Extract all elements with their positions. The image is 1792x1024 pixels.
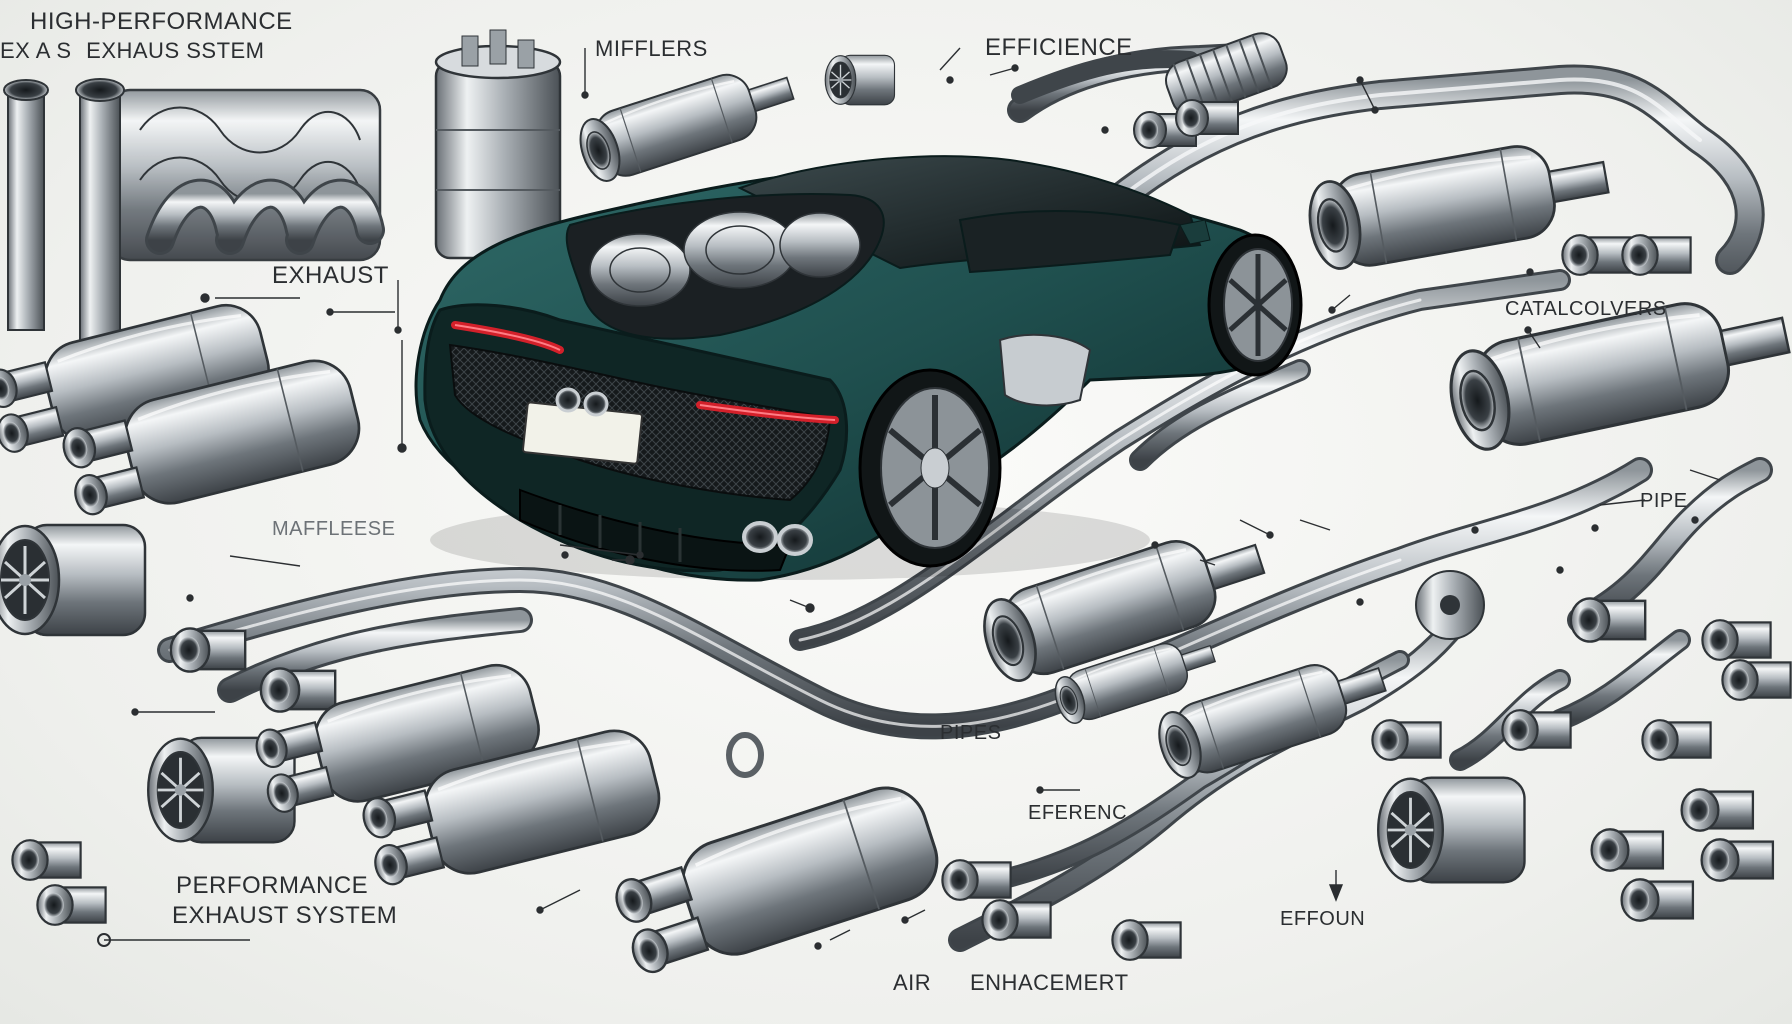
- label-eferenc: EFERENC: [1028, 802, 1128, 824]
- label-enhacement: ENHACEMERT: [970, 970, 1129, 995]
- label-pipes: PIPES: [940, 722, 1002, 744]
- ring-clamp: [726, 732, 764, 778]
- label-pipe: PIPE: [1640, 490, 1688, 512]
- exhaust-manifold: [108, 88, 385, 262]
- label-title-high-performance: HIGH-PERFORMANCE: [30, 8, 293, 35]
- label-exhaust: EXHAUST: [272, 262, 389, 289]
- label-title-suffix: EXHAUS SSTEM: [86, 38, 265, 63]
- label-performance: PERFORMANCE: [176, 872, 369, 899]
- exhaust-canister: [434, 29, 562, 260]
- label-air: AIR: [893, 970, 932, 995]
- front-wheel: [1207, 233, 1303, 377]
- label-title-exhaust-system: EX A S EXHAUS SSTEM: [0, 38, 265, 64]
- leader-lines: [97, 47, 1721, 950]
- label-title-faint: A S: [35, 38, 72, 63]
- label-efficience: EFFICIENCE: [985, 34, 1133, 61]
- label-maffleese: MAFFLEESE: [272, 518, 396, 540]
- label-title-prefix: EX: [0, 38, 31, 63]
- label-catalcolvers: CATALCOLVERS: [1505, 298, 1667, 320]
- label-effoun: EFFOUN: [1280, 908, 1366, 930]
- rear-wheel: [858, 368, 1002, 568]
- label-exhaust-system: EXHAUST SYSTEM: [172, 902, 398, 929]
- label-mifflers: MIFFLERS: [595, 36, 708, 61]
- sports-car: [414, 155, 1303, 582]
- license-plate: [521, 401, 643, 465]
- exhaust-stacks: [3, 78, 125, 351]
